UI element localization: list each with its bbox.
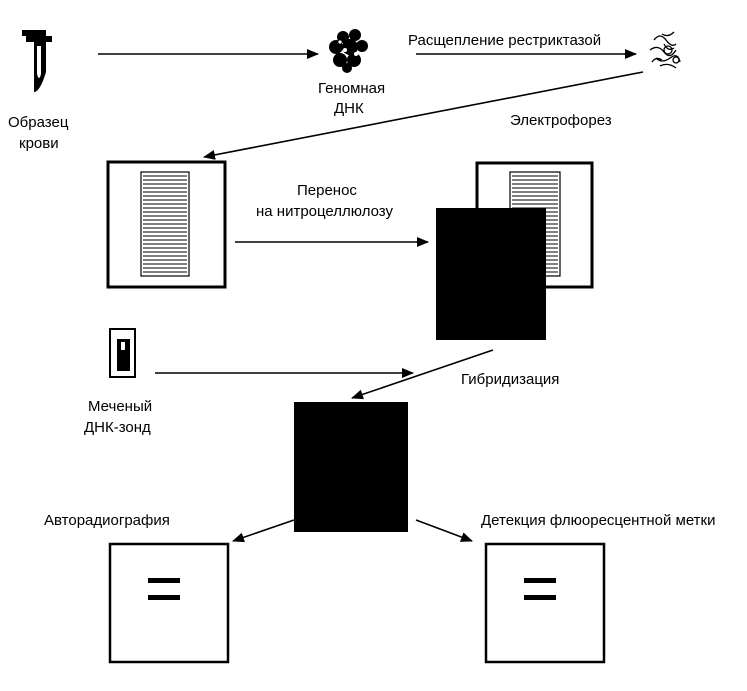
genomic-dna-label-line1: Геномная <box>318 80 385 97</box>
genomic-dna-icon <box>329 29 368 73</box>
nitrocellulose-membrane <box>436 208 546 340</box>
transfer-label-line2: на нитроцеллюлозу <box>256 203 394 220</box>
labeled-probe-label-line2: ДНК-зонд <box>84 419 151 436</box>
blood-tube-icon <box>22 30 52 92</box>
probe-vial-icon <box>109 328 136 378</box>
autoradiography-label: Авторадиография <box>44 512 170 529</box>
hybridization-label: Гибридизация <box>461 371 559 388</box>
genomic-dna-label-line2: ДНК <box>334 100 364 117</box>
arrow-to-fluorescence-detection <box>415 519 473 542</box>
arrow-digest-to-gel <box>203 71 644 160</box>
arrow-to-autoradiography <box>232 519 295 543</box>
hybridized-membrane <box>294 402 408 532</box>
restriction-digest-label: Расщепление рестриктазой <box>408 32 601 49</box>
autoradiograph-film <box>108 542 230 664</box>
arrow-membrane-to-hybridization <box>351 349 494 400</box>
electrophoresis-gel <box>106 160 227 289</box>
digested-dna-icon <box>649 31 681 69</box>
fluorescence-detection-label: Детекция флюоресцентной метки <box>481 512 715 529</box>
blood-sample-label-line1: Образец <box>8 114 69 131</box>
gel-bands <box>143 175 187 273</box>
fluorescence-detection-film <box>484 542 606 664</box>
labeled-probe-label-line1: Меченый <box>88 398 152 415</box>
blood-sample-label-line2: крови <box>19 135 59 152</box>
electrophoresis-label: Электрофорез <box>510 112 612 129</box>
transfer-label-line1: Перенос <box>297 182 357 199</box>
